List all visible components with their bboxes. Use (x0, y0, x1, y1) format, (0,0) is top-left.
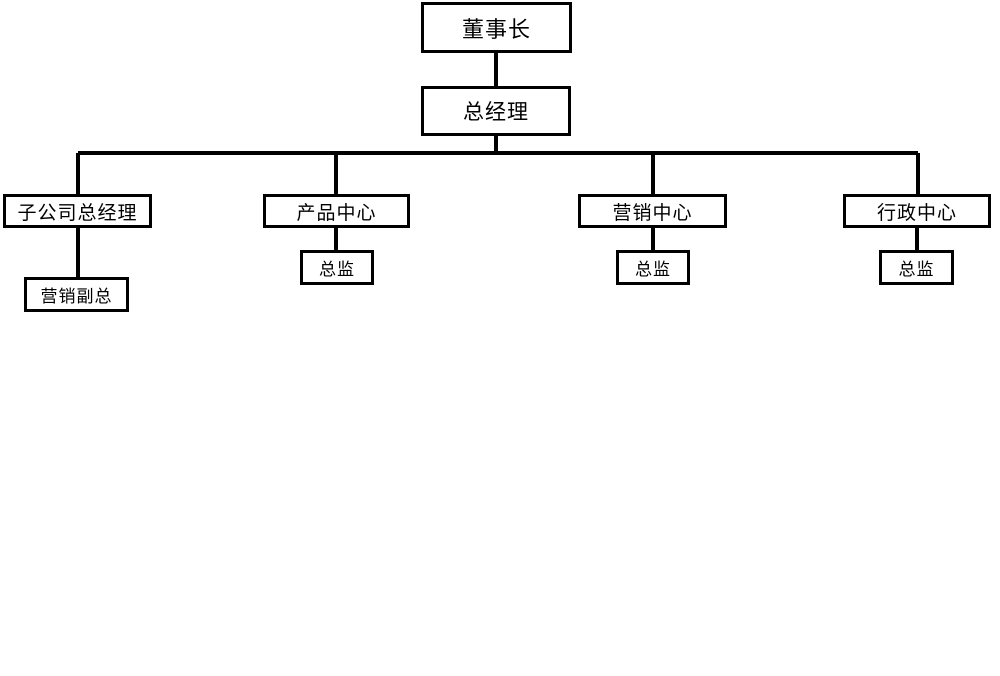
node-marketing-center-label: 营销中心 (612, 202, 693, 224)
node-admin-director-label: 总监 (898, 260, 935, 279)
node-marketing-vp[interactable]: 营销副总 (24, 277, 129, 312)
node-product-center-label: 产品中心 (296, 202, 377, 224)
node-admin-center[interactable]: 行政中心 (843, 194, 991, 228)
node-subsidiary-gm[interactable]: 子公司总经理 (3, 194, 152, 228)
node-chairman-label: 董事长 (461, 16, 531, 42)
node-marketing-vp-label: 营销副总 (40, 287, 113, 306)
node-admin-center-label: 行政中心 (876, 202, 957, 224)
node-general-manager[interactable]: 总经理 (421, 86, 571, 136)
node-admin-director[interactable]: 总监 (879, 250, 954, 285)
node-product-center[interactable]: 产品中心 (263, 194, 410, 228)
node-marketing-center[interactable]: 营销中心 (578, 194, 727, 228)
node-product-director-label: 总监 (319, 260, 355, 279)
node-chairman[interactable]: 董事长 (421, 2, 572, 53)
node-marketing-director[interactable]: 总监 (616, 250, 690, 285)
node-product-director[interactable]: 总监 (300, 250, 374, 285)
node-subsidiary-gm-label: 子公司总经理 (17, 202, 138, 224)
node-general-manager-label: 总经理 (463, 101, 529, 124)
node-marketing-director-label: 总监 (635, 260, 671, 279)
